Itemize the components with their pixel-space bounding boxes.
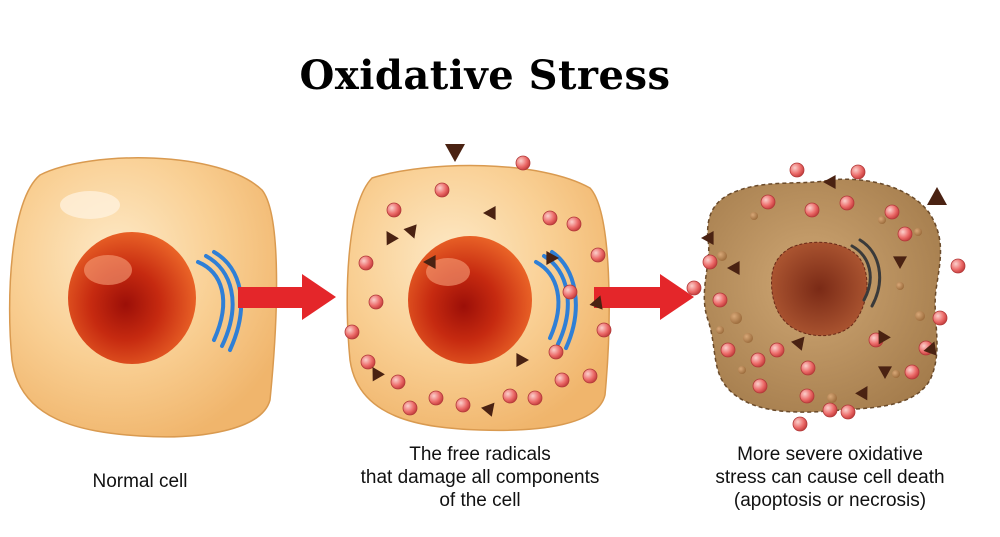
free-radical-icon	[950, 258, 966, 274]
free-radical-icon	[358, 255, 374, 271]
normal-cell-caption: Normal cell	[92, 471, 188, 492]
triangle-icon	[589, 295, 603, 310]
dying-cell	[703, 178, 942, 413]
normal-cell	[8, 157, 278, 438]
debris-icon	[730, 312, 742, 324]
free-radical-icon	[368, 294, 384, 310]
arrow-icon	[238, 274, 336, 320]
free-radical-icon	[800, 360, 816, 376]
normal-cell-nucleus	[68, 232, 196, 364]
arrow-icon	[594, 274, 694, 320]
free-radical-icon	[360, 354, 376, 370]
debris-icon	[743, 333, 753, 343]
free-radical-icon	[884, 204, 900, 220]
triangle-icon	[923, 341, 937, 356]
free-radical-icon	[582, 368, 598, 384]
free-radical-icon	[344, 324, 360, 340]
free-radical-icon	[554, 372, 570, 388]
triangle-icon	[927, 187, 947, 205]
free-radical-icon	[566, 216, 582, 232]
free-radical-icon	[822, 402, 838, 418]
free-radical-icon	[839, 195, 855, 211]
damaged-cell-nucleus	[408, 236, 532, 364]
normal-cell-nucleus-shine	[84, 255, 132, 285]
triangle-icon	[791, 336, 805, 351]
free-radical-icon	[789, 162, 805, 178]
free-radical-icon	[434, 182, 450, 198]
triangle-icon	[546, 251, 559, 265]
free-radical-icon	[769, 342, 785, 358]
free-radical-icon	[750, 352, 766, 368]
free-radical-icon	[428, 390, 444, 406]
free-radical-icon	[386, 202, 402, 218]
free-radical-icon	[596, 322, 612, 338]
normal-cell-highlight	[60, 191, 120, 219]
free-radical-icon	[904, 364, 920, 380]
damaged-golgi-icon	[850, 238, 882, 308]
debris-icon	[717, 251, 727, 261]
debris-icon	[738, 366, 746, 374]
free-radical-icon	[792, 416, 808, 432]
free-radicals-caption: The free radicals that damage all compon…	[360, 444, 600, 511]
triangle-icon	[893, 256, 907, 269]
debris-icon	[716, 326, 724, 334]
triangle-icon	[386, 230, 399, 246]
triangle-icon	[403, 224, 417, 239]
triangle-icon	[701, 231, 714, 245]
free-radical-icon	[897, 226, 913, 242]
free-radical-icon	[932, 310, 948, 326]
debris-icon	[878, 216, 886, 224]
free-radical-icon	[562, 284, 578, 300]
debris-icon	[896, 282, 904, 290]
free-radical-icon	[548, 344, 564, 360]
triangle-icon	[481, 402, 495, 417]
dying-cell-nucleus	[771, 241, 868, 337]
free-radical-icon	[402, 400, 418, 416]
triangle-icon	[483, 206, 496, 220]
triangle-icon	[823, 175, 836, 189]
triangle-icon	[423, 255, 436, 269]
free-radical-icon	[390, 374, 406, 390]
free-radical-icon	[760, 194, 776, 210]
free-radical-icon	[799, 388, 815, 404]
debris-icon	[827, 393, 837, 403]
triangle-icon	[878, 329, 891, 345]
free-radical-icon	[502, 388, 518, 404]
triangle-icon	[372, 366, 385, 382]
cell-death-caption: More severe oxidative stress can cause c…	[715, 444, 945, 511]
free-radical-icon	[804, 202, 820, 218]
debris-icon	[750, 212, 758, 220]
triangle-icon	[445, 144, 465, 162]
free-radical-icon	[542, 210, 558, 226]
damaged-cell-nucleus-shine	[426, 258, 470, 286]
free-radical-icon	[455, 397, 471, 413]
free-radical-icon	[702, 254, 718, 270]
free-radical-icon	[590, 247, 606, 263]
free-radical-icon	[712, 292, 728, 308]
free-radical-icon	[515, 155, 531, 171]
free-radical-icon	[752, 378, 768, 394]
debris-icon	[914, 228, 922, 236]
page-title: Oxidative Stress	[299, 52, 671, 99]
debris-icon	[915, 311, 925, 321]
free-radical-icon	[850, 164, 866, 180]
free-radical-icon	[686, 280, 702, 296]
triangle-icon	[727, 261, 740, 275]
triangle-icon	[878, 366, 892, 379]
debris-icon	[892, 370, 900, 378]
triangle-icon	[516, 353, 529, 367]
free-radical-icon	[720, 342, 736, 358]
triangle-icon	[855, 385, 868, 401]
free-radical-icon	[840, 404, 856, 420]
free-radical-icon	[527, 390, 543, 406]
